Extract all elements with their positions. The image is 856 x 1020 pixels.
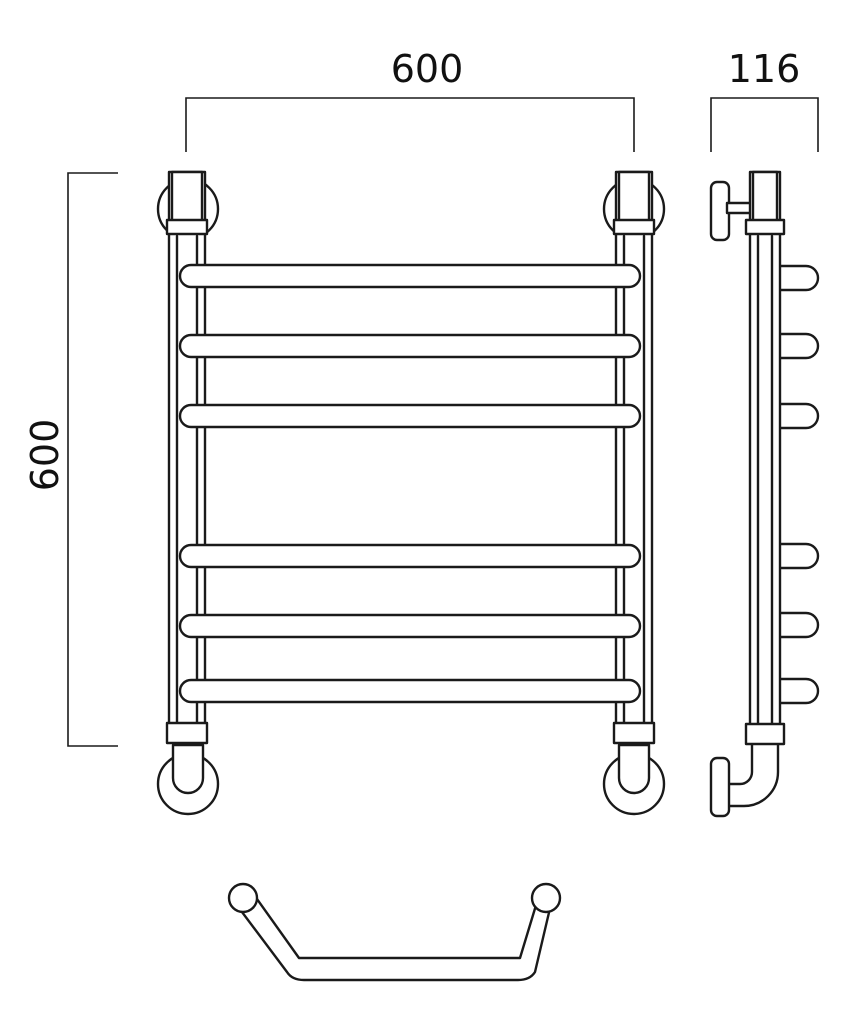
left-top-cap [170, 170, 204, 224]
side-bottom-elbow [724, 740, 780, 808]
rung [178, 403, 642, 429]
right-top-nut [612, 218, 656, 236]
width-dimension: 600 [185, 47, 635, 152]
side-vertical-post [748, 170, 782, 744]
side-top-bracket-arm [725, 201, 753, 215]
depth-dimension: 116 [710, 47, 819, 152]
height-dimension-line [67, 172, 118, 747]
side-rung-stub [776, 542, 820, 570]
side-top-nut [744, 218, 786, 236]
top-view-left-post-end [227, 882, 259, 914]
left-bottom-nut [165, 721, 209, 745]
side-rung-stub [776, 264, 820, 292]
right-top-cap [617, 170, 651, 224]
side-rung-stub [776, 677, 820, 705]
rung [178, 333, 642, 359]
top-view [227, 882, 562, 982]
side-rung-stub [776, 402, 820, 430]
side-bottom-wall-bracket [709, 756, 731, 818]
rung [178, 543, 642, 569]
depth-dimension-label: 116 [728, 47, 801, 91]
side-rung-stub [776, 611, 820, 639]
rung [178, 263, 642, 289]
side-view [709, 170, 820, 818]
top-view-rail-inner [250, 890, 542, 960]
side-rung-stub [776, 332, 820, 360]
width-dimension-line [185, 97, 635, 152]
width-dimension-label: 600 [391, 47, 464, 91]
rung [178, 678, 642, 704]
top-view-rail-outer [234, 902, 553, 982]
height-dimension-label: 600 [23, 419, 67, 492]
depth-dimension-line [710, 97, 819, 152]
front-view [156, 170, 666, 816]
right-bottom-nut [612, 721, 656, 745]
side-top-cap [751, 170, 779, 224]
rung [178, 613, 642, 639]
left-bottom-elbow [171, 743, 205, 795]
side-bottom-nut [744, 722, 786, 746]
right-vertical-post [614, 170, 654, 742]
height-dimension: 600 [23, 172, 118, 747]
left-vertical-post [167, 170, 207, 742]
top-view-right-post-end [530, 882, 562, 914]
right-bottom-elbow [617, 743, 651, 795]
left-top-nut [165, 218, 209, 236]
